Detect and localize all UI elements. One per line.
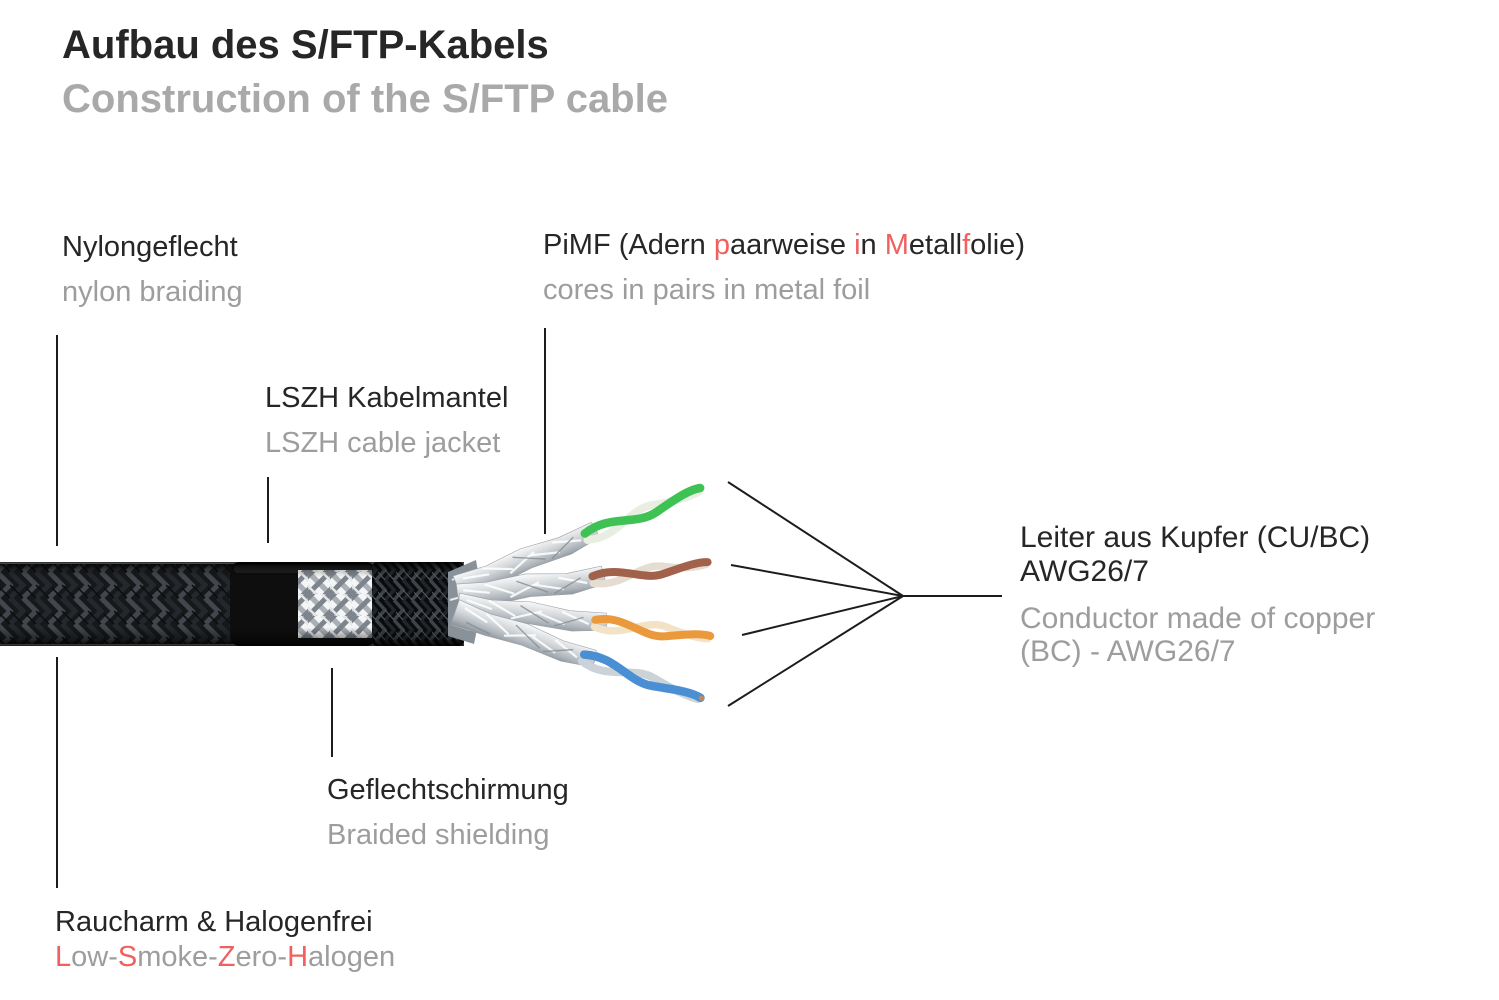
wire-brown xyxy=(588,558,712,581)
label-lszh-en: LSZH cable jacket xyxy=(265,427,501,459)
cable-body xyxy=(0,560,480,646)
wire-pair-blue xyxy=(450,599,705,704)
label-conductor-en-1: Conductor made of copper xyxy=(1020,602,1376,635)
label-text-segment: etall xyxy=(908,229,963,261)
wire-orange xyxy=(591,615,715,641)
foil-shadow-lines xyxy=(465,621,574,653)
label-text-segment: i xyxy=(854,229,861,261)
page-title: Aufbau des S/FTP-Kabels xyxy=(62,23,549,67)
leader-lines xyxy=(56,328,1002,888)
label-text-segment: S xyxy=(117,941,138,973)
label-text-segment: n xyxy=(860,229,885,261)
wire-green xyxy=(580,483,705,538)
label-text-segment: ero- xyxy=(235,941,288,973)
label-text-segment: ow- xyxy=(71,941,118,973)
label-conductor-en-2: (BC) - AWG26/7 xyxy=(1020,635,1236,668)
label-text-segment: olie) xyxy=(970,229,1025,261)
foil-crinkle xyxy=(463,576,588,599)
label-text-segment: moke- xyxy=(137,941,218,973)
foil-crinkle xyxy=(466,598,590,626)
label-lszh-jacket: LSZH Kabelmantel LSZH cable jacket xyxy=(265,376,508,466)
foil-crinkle xyxy=(462,539,582,580)
label-conductor-de-2: AWG26/7 xyxy=(1020,555,1149,588)
label-lowsmoke-en: Low-Smoke-Zero-Halogen xyxy=(55,940,395,975)
label-text-segment: Z xyxy=(217,941,236,973)
label-pimf-de: PiMF (Adern paarweise in Metallfolie) xyxy=(543,223,1025,268)
copper-tip xyxy=(698,695,704,701)
label-text-segment: PiMF (Adern xyxy=(543,229,714,261)
label-nylon-braiding: Nylongeflecht nylon braiding xyxy=(62,225,243,315)
label-lowsmoke-de: Raucharm & Halogenfrei xyxy=(55,906,373,938)
conductor-fan-lines xyxy=(727,481,1002,707)
label-nylon-de: Nylongeflecht xyxy=(62,231,238,263)
label-braid-en: Braided shielding xyxy=(327,819,550,851)
label-text-segment: alogen xyxy=(308,941,396,973)
wire-blue xyxy=(579,650,705,703)
label-nylon-en: nylon braiding xyxy=(62,276,243,308)
foil-crinkle xyxy=(464,607,578,659)
page-subtitle: Construction of the S/FTP cable xyxy=(62,77,668,121)
label-conductor: Leiter aus Kupfer (CU/BC) AWG26/7 Conduc… xyxy=(1020,521,1375,668)
page-title-block: Aufbau des S/FTP-Kabels Construction of … xyxy=(62,18,668,126)
label-low-smoke: Raucharm & Halogenfrei Low-Smoke-Zero-Ha… xyxy=(55,905,395,975)
label-text-segment: aarweise xyxy=(729,229,855,261)
label-conductor-de-1: Leiter aus Kupfer (CU/BC) xyxy=(1020,521,1371,554)
cable-round-shading xyxy=(0,562,464,646)
label-text-segment: M xyxy=(884,229,909,261)
label-braid-de: Geflechtschirmung xyxy=(327,774,569,806)
label-braided-shielding: Geflechtschirmung Braided shielding xyxy=(327,768,569,858)
label-lszh-de: LSZH Kabelmantel xyxy=(265,382,509,414)
label-text-segment: L xyxy=(55,941,72,973)
label-text-segment: p xyxy=(713,229,730,261)
label-text-segment: H xyxy=(287,941,309,973)
label-pimf: PiMF (Adern paarweise in Metallfolie) co… xyxy=(543,223,1025,313)
label-text-segment: f xyxy=(962,229,971,261)
label-pimf-en: cores in pairs in metal foil xyxy=(543,274,871,306)
